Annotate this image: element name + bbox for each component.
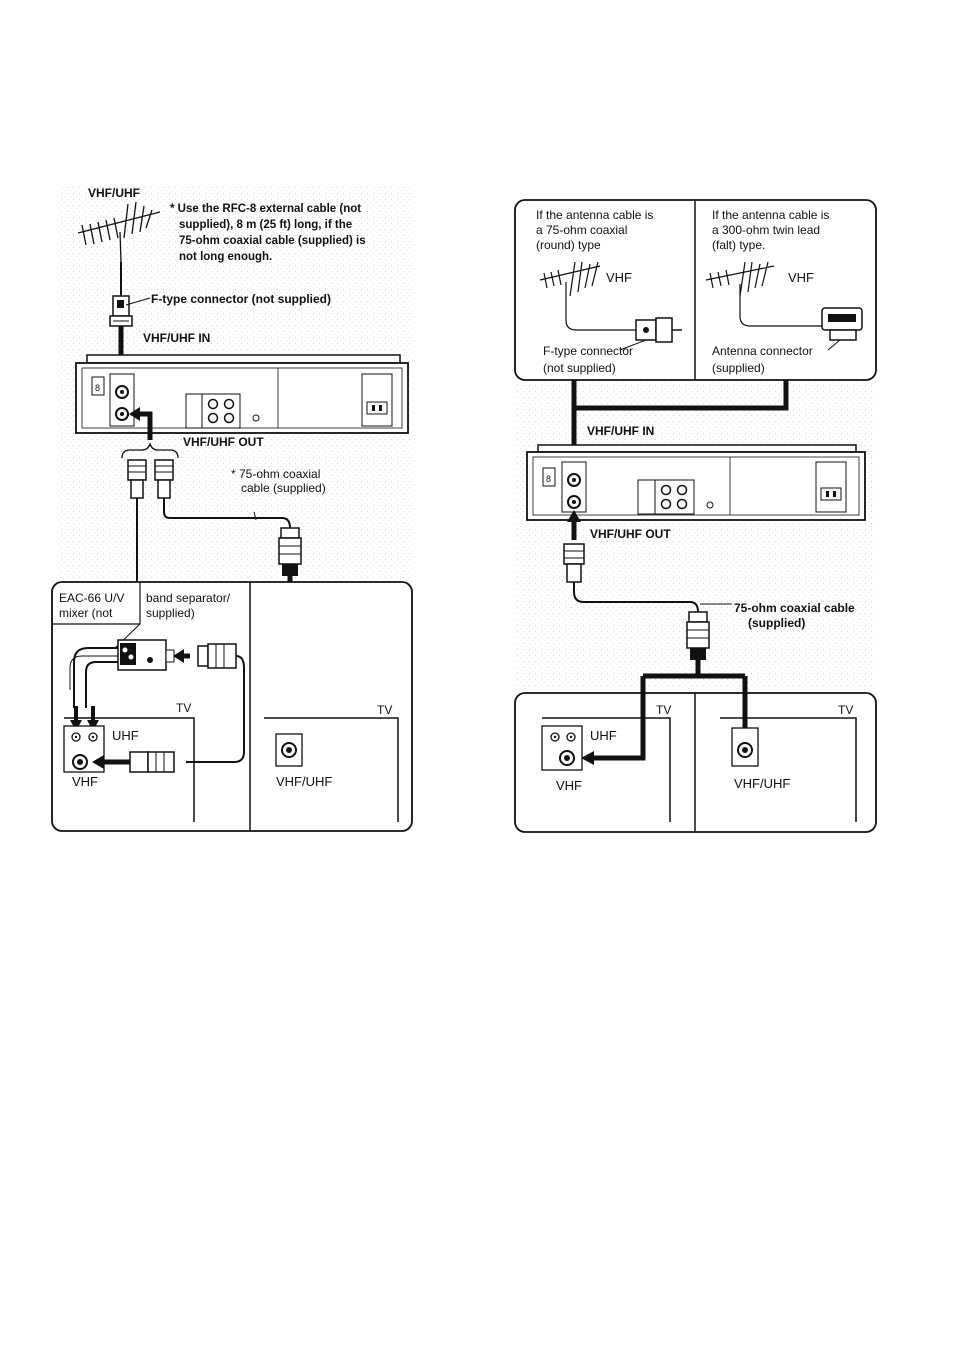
left-coax-label-1: * 75-ohm coaxial xyxy=(231,467,320,481)
left-tv1-vhf-label: VHF xyxy=(72,774,98,789)
left-tv1: TV UHF VHF xyxy=(63,701,195,822)
left-tv1-plug-icon xyxy=(129,751,175,773)
left-tv2: TV VHF/UHF xyxy=(264,703,399,822)
right-coax-label-2: (supplied) xyxy=(748,616,805,630)
left-coax-plug-1-icon xyxy=(127,459,147,499)
note-line-1: * Use the RFC-8 external cable (not xyxy=(170,203,361,215)
panel2-line-3: (falt) type. xyxy=(712,238,765,252)
note-line-2: supplied), 8 m (25 ft) long, if the xyxy=(179,219,352,231)
panel2-antenna-connector-icon xyxy=(821,307,863,351)
right-tv2: TV VHF/UHF xyxy=(720,703,857,822)
note-line-3: 75-ohm coaxial cable (supplied) is xyxy=(179,235,366,247)
panel2-antenna-icon xyxy=(705,261,822,327)
vcr-rear-panel: 8 xyxy=(75,354,409,434)
left-tv1-label: TV xyxy=(176,701,191,715)
panel1-line-2: a 75-ohm coaxial xyxy=(536,223,627,237)
right-tv1-vhf-label: VHF xyxy=(556,778,582,793)
left-vhf-uhf-out-label: VHF/UHF OUT xyxy=(183,435,264,449)
right-vhf-uhf-out-label: VHF/UHF OUT xyxy=(590,527,671,541)
note-line-4: not long enough. xyxy=(179,251,272,263)
right-tv1-uhf-label: UHF xyxy=(590,728,617,743)
left-antenna-label: VHF/UHF xyxy=(88,186,140,200)
panel1-line-1: If the antenna cable is xyxy=(536,208,653,222)
right-tv1-label: TV xyxy=(656,703,671,717)
left-tv2-port-label: VHF/UHF xyxy=(276,774,332,789)
right-vhf-uhf-in-label: VHF/UHF IN xyxy=(587,424,654,438)
right-coax-plug-1-icon xyxy=(563,543,585,583)
right-tv2-label: TV xyxy=(838,703,853,717)
left-tv2-label: TV xyxy=(377,703,392,717)
left-vhf-uhf-in-label: VHF/UHF IN xyxy=(143,331,210,345)
right-vcr-rear-panel: 8 xyxy=(526,444,866,521)
panel2-line-2: a 300-ohm twin lead xyxy=(712,223,820,237)
separator-label-1: EAC-66 U/V xyxy=(59,591,124,605)
separator-label-2: mixer (not xyxy=(59,606,113,620)
antenna-icon xyxy=(77,201,161,263)
f-type-connector-label: F-type connector (not supplied) xyxy=(151,292,331,306)
band-separator-icon xyxy=(69,639,175,708)
left-coax-label-2: cable (supplied) xyxy=(241,481,326,495)
panel2-vhf-label: VHF xyxy=(788,270,814,285)
separator-label-4: supplied) xyxy=(146,606,195,620)
right-tv2-port-label: VHF/UHF xyxy=(734,776,790,791)
panel1-antenna-icon xyxy=(539,261,636,331)
panel2-connector-label-1: Antenna connector xyxy=(712,344,813,358)
panel2-line-1: If the antenna cable is xyxy=(712,208,829,222)
right-tv1: TV UHF VHF xyxy=(541,703,671,822)
separator-label-3: band separator/ xyxy=(146,591,231,605)
left-coax-plug-3-icon xyxy=(278,527,302,576)
right-coax-plug-2-icon xyxy=(686,611,710,660)
panel1-connector-label-2: (not supplied) xyxy=(543,361,616,375)
svg-text:8: 8 xyxy=(95,383,100,393)
svg-text:8: 8 xyxy=(546,474,551,484)
panel1-vhf-label: VHF xyxy=(606,270,632,285)
left-coax-plug-2-icon xyxy=(154,459,174,499)
panel2-connector-label-2: (supplied) xyxy=(712,361,765,375)
left-separator-plug-icon xyxy=(173,643,245,763)
rfc8-note: * Use the RFC-8 external cable (not supp… xyxy=(170,203,366,263)
panel1-f-connector-icon xyxy=(619,317,682,351)
left-diagram: VHF/UHF * Use the RFC-8 external cable (… xyxy=(51,185,413,832)
right-coax-label-1: 75-ohm coaxial cable xyxy=(734,601,855,615)
panel1-line-3: (round) type xyxy=(536,238,601,252)
right-diagram: If the antenna cable is a 75-ohm coaxial… xyxy=(514,199,877,833)
panel1-connector-label-1: F-type connector xyxy=(543,344,633,358)
left-tv1-uhf-label: UHF xyxy=(112,728,139,743)
